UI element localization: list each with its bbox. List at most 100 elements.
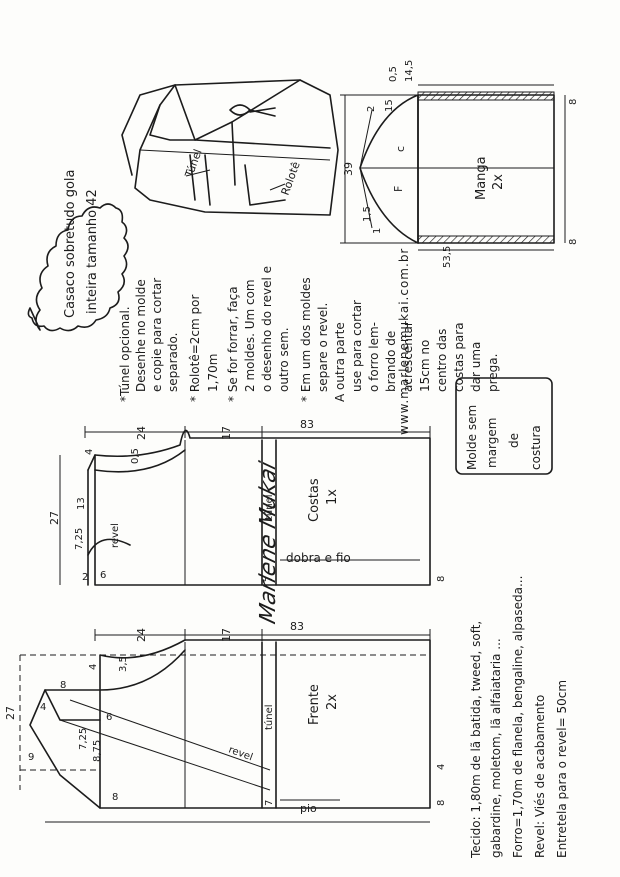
back-name: Costas <box>307 478 322 522</box>
fabric-notes: Tecido: 1,80m de lã batida, tweed, soft,… <box>469 576 569 859</box>
sleeve-m-8b: 8 <box>568 239 579 245</box>
sleeve-hatch-top <box>417 91 555 101</box>
fabric-line5: Entretela para o revel= 50cm <box>555 680 569 858</box>
back-tunel: túnel <box>263 494 275 520</box>
front-tunel: túnel <box>263 704 275 730</box>
back-m-24: 24 <box>135 426 148 440</box>
fabric-line3: Forro=1,70m de flanela, bengaline, alpas… <box>511 576 525 858</box>
front-m-9: 9 <box>28 752 34 763</box>
sleeve-m-535: 53,5 <box>442 246 453 268</box>
front-m-725: 7,25 <box>78 728 89 750</box>
sleeve-m-top2: 0,5 <box>388 66 399 82</box>
back-m-27: 27 <box>48 511 61 525</box>
back-m-6: 6 <box>100 570 106 581</box>
note-18: 15cm no <box>418 340 432 392</box>
note-22: prega. <box>486 354 500 392</box>
front-m-8b: 8 <box>112 792 118 803</box>
note-20: costas para <box>452 322 466 392</box>
note-7: * Se for forrar, faça <box>226 286 240 402</box>
sleeve-m-f: F <box>392 186 405 192</box>
sleeve-pattern: Manga 2x 14,5 0,5 2 15 c F 39 1,5 1 53,5… <box>340 60 579 268</box>
note-4: separado. <box>166 333 180 392</box>
seam-allowance-box: Molde sem margem de costura <box>455 377 553 475</box>
note-16: brando de <box>384 331 398 392</box>
sleeve-m-top1: 14,5 <box>404 60 415 82</box>
back-fold: dobra e fio <box>286 551 351 565</box>
notes-block: *Túnel opcional. Desenhe no molde e copi… <box>118 266 500 402</box>
sleeve-name: Manga <box>474 156 489 200</box>
box-note-1: Molde sem <box>465 405 479 470</box>
front-pio: pio <box>300 802 317 815</box>
back-m-17: 17 <box>220 426 233 440</box>
sleeve-hatch-bottom <box>417 235 555 244</box>
note-21: dar uma <box>469 342 483 392</box>
front-m-4c: 4 <box>436 764 447 770</box>
fabric-line1: Tecido: 1,80m de lã batida, tweed, soft, <box>469 621 483 859</box>
note-5: * Rolotê=2cm por <box>188 295 202 402</box>
note-10: outro sem. <box>277 327 291 392</box>
box-note-2: margem <box>485 418 499 468</box>
title-line2: inteira tamanho 42 <box>85 189 100 314</box>
back-m-05: 0,5 <box>130 448 141 464</box>
sleeve-m-15: 15 <box>384 99 395 112</box>
note-14: use para cortar <box>350 300 364 392</box>
sleeve-m-2: 2 <box>366 106 377 112</box>
website-text: www.marlenemukai.com.br <box>397 248 411 435</box>
back-m-4: 4 <box>84 449 95 455</box>
box-note-3: de <box>507 433 521 448</box>
note-1: *Túnel opcional. <box>118 306 132 402</box>
front-m-17: 17 <box>220 628 233 642</box>
front-m-24: 24 <box>135 628 148 642</box>
note-12: separe o revel. <box>316 303 330 392</box>
title-line1: Casaco sobretudo gola <box>63 169 78 318</box>
front-m-8: 8 <box>60 680 66 691</box>
sleeve-m-39: 39 <box>342 162 355 176</box>
note-2: Desenhe no molde <box>134 279 148 392</box>
back-m-725: 7,25 <box>74 528 85 550</box>
fabric-line2: gabardine, moletom, lã alfaiataria ... <box>489 638 503 858</box>
front-revel: revel <box>227 744 254 763</box>
note-19: centro das <box>435 329 449 392</box>
back-m-revel: revel <box>110 523 121 548</box>
front-m-27: 27 <box>4 706 17 720</box>
box-note-4: costura <box>529 425 543 470</box>
fabric-line4: Revel: Viés de acabamento <box>533 695 547 858</box>
back-m-83: 83 <box>300 418 314 431</box>
back-m-7: 7 <box>264 576 275 582</box>
back-m-8: 8 <box>436 576 447 582</box>
back-pattern: Costas 1x dobra e fio túnel 83 24 17 27 … <box>48 418 447 586</box>
note-8: 2 moldes. Um com <box>243 279 257 392</box>
sleeve-m-8a: 8 <box>568 99 579 105</box>
note-15: o forro lem- <box>367 322 381 392</box>
back-count: 1x <box>325 489 340 505</box>
front-outline <box>99 639 431 809</box>
sleeve-m-c: c <box>394 146 407 152</box>
front-count: 2x <box>325 694 340 710</box>
signature: Marlene Mukai <box>255 458 281 626</box>
sleeve-count: 2x <box>491 174 506 190</box>
front-m-4: 4 <box>88 664 99 670</box>
front-m-7: 7 <box>264 800 275 806</box>
front-m-83: 83 <box>290 620 304 633</box>
front-m-8c: 8 <box>436 800 447 806</box>
front-m-4b: 4 <box>40 702 46 713</box>
front-pattern: Frente 2x túnel revel pio 83 24 17 27 4 … <box>4 620 447 823</box>
front-m-6: 6 <box>106 712 112 723</box>
back-m-13: 13 <box>76 497 87 510</box>
back-m-2: 2 <box>82 572 88 583</box>
front-m-35: 3,5 <box>118 656 129 672</box>
note-17: acrescentar <box>401 321 415 392</box>
sleeve-m-1: 1 <box>372 228 383 234</box>
note-9: o desenho do revel e <box>260 266 274 392</box>
note-6: 1,70m <box>206 354 220 392</box>
front-name: Frente <box>307 684 322 725</box>
front-m-875: 8,75 <box>92 740 103 762</box>
title-cloud: Casaco sobretudo gola inteira tamanho 42 <box>27 169 129 332</box>
note-3: e copie para cortar <box>150 278 164 392</box>
back-outline <box>94 429 431 586</box>
sketch-rolote-label: Rolotê <box>279 160 303 197</box>
note-13: A outra parte <box>333 322 347 402</box>
note-11: * Em um dos moldes <box>299 277 313 402</box>
